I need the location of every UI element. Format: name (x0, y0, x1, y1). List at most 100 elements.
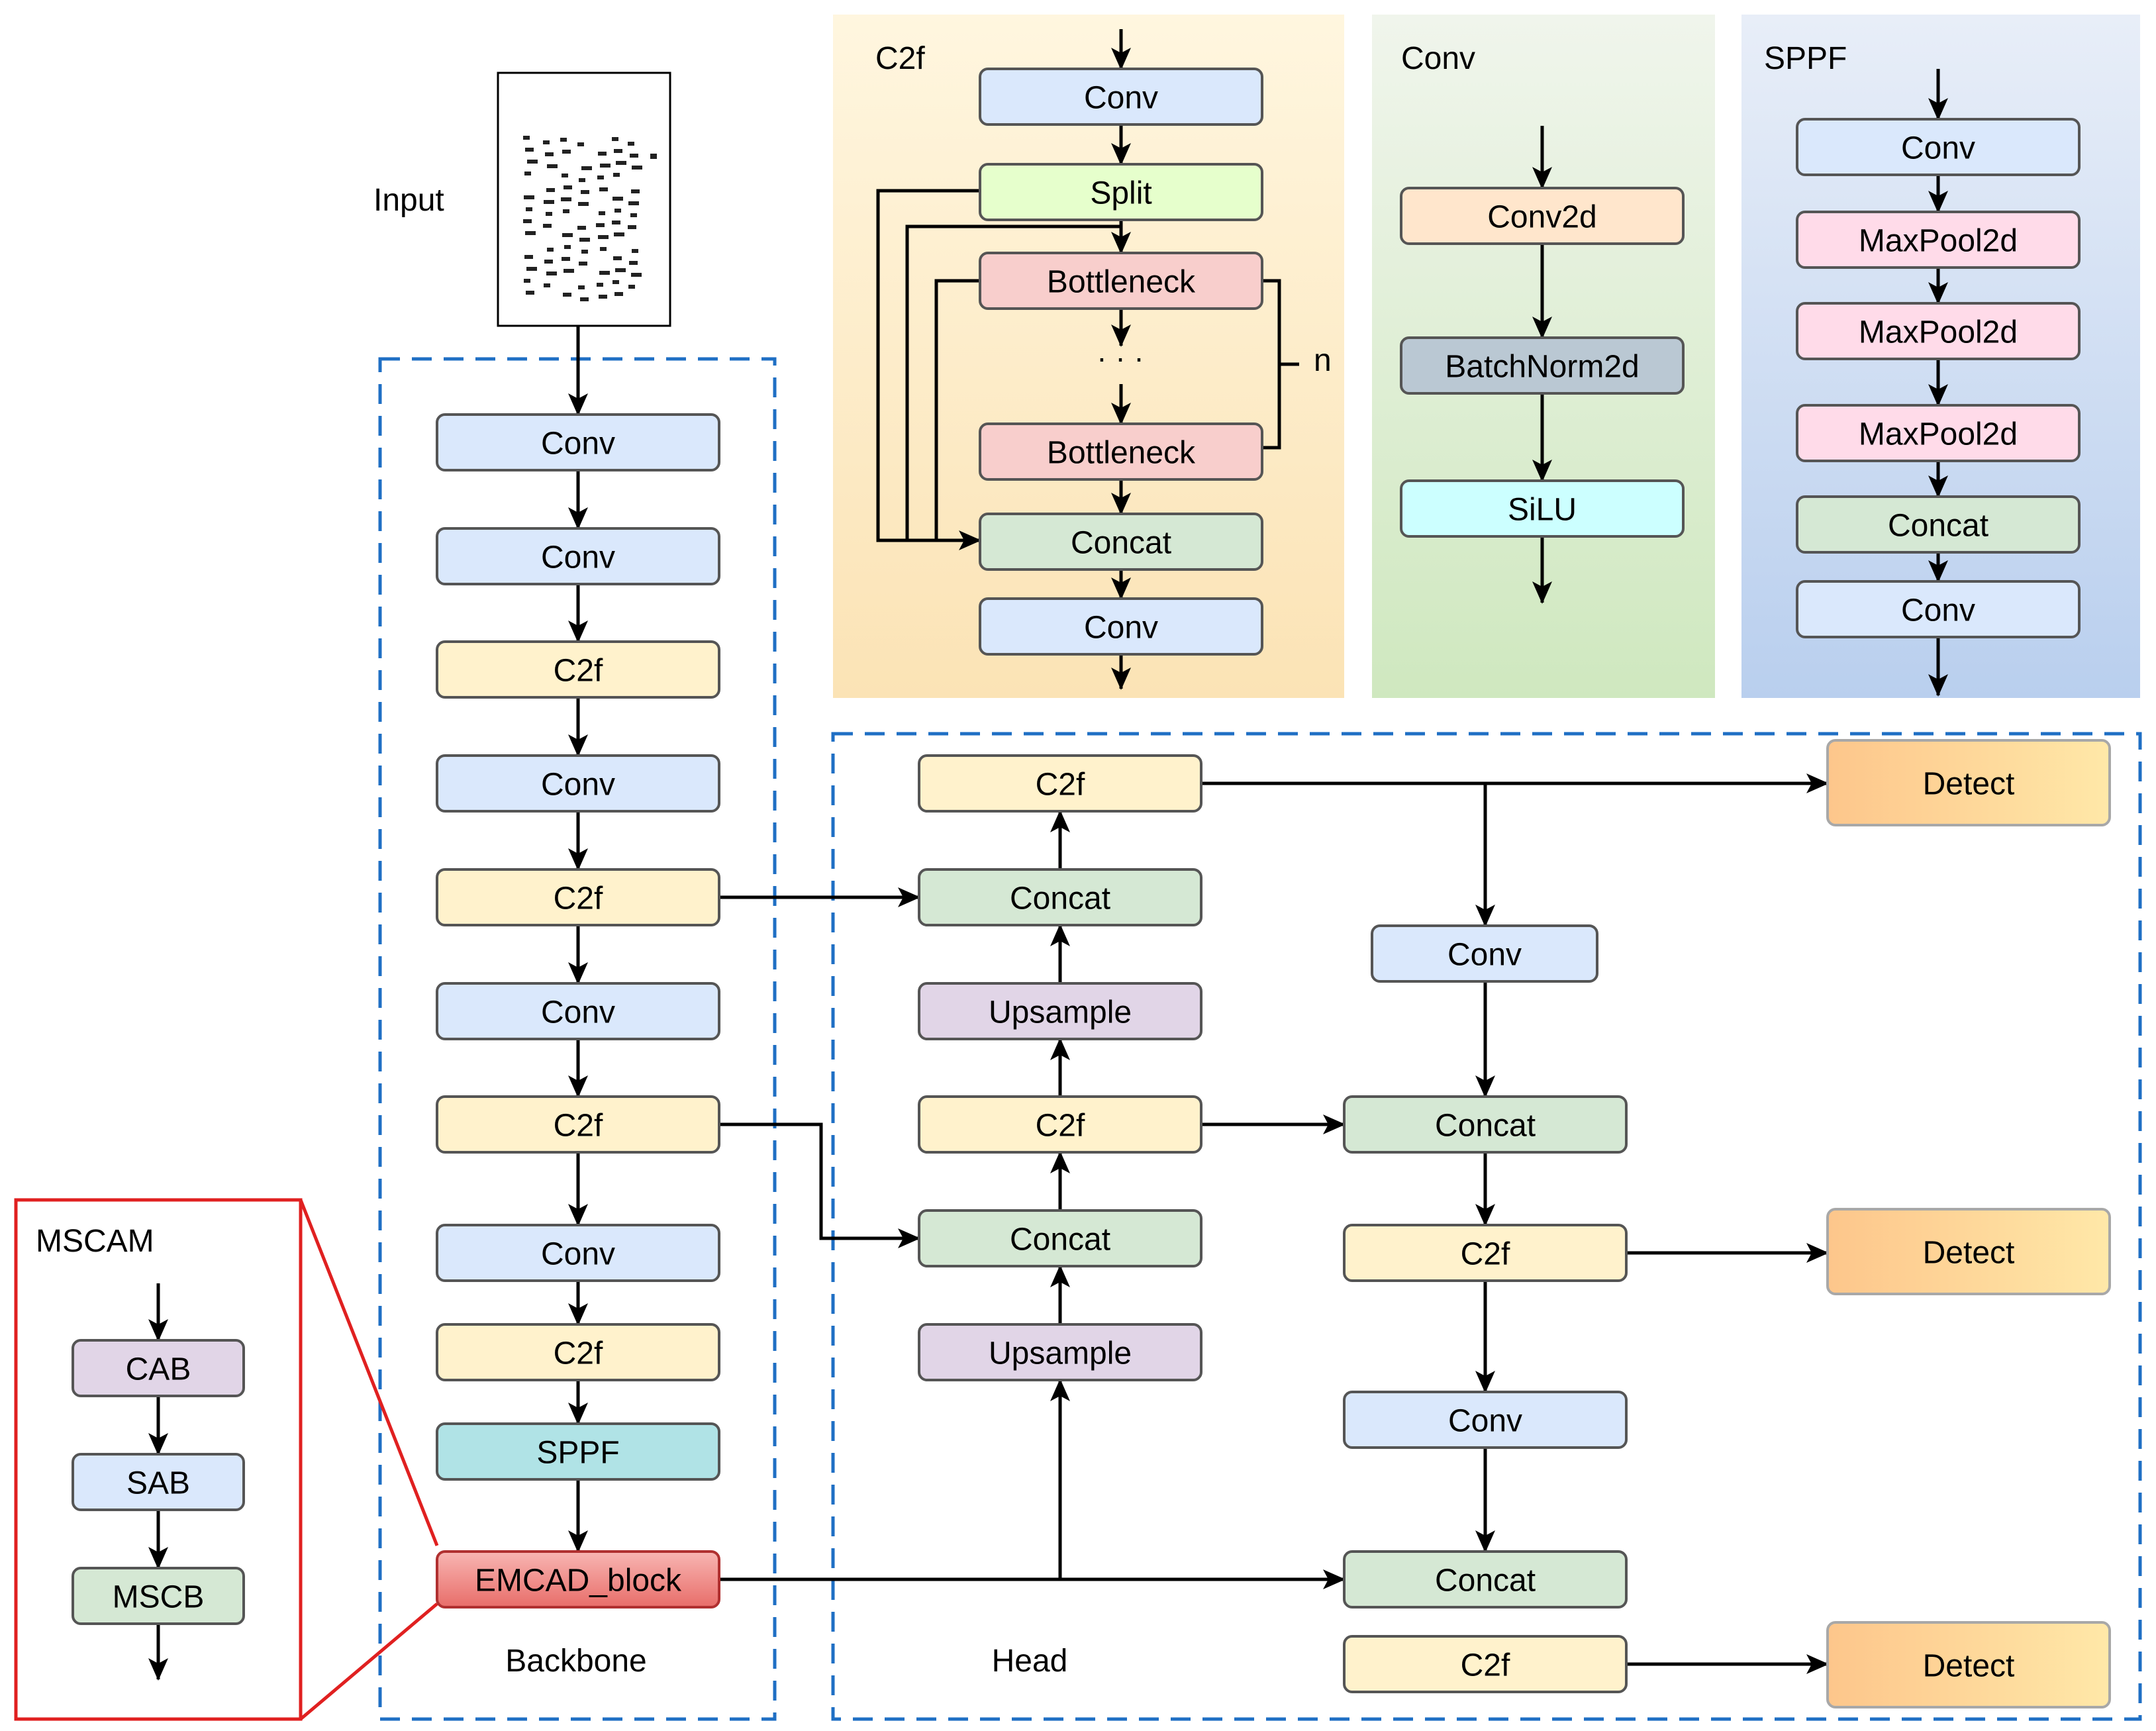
c2f-panel-title: C2f (875, 41, 925, 76)
backbone-block-4: Conv (436, 754, 720, 813)
head-left-block-2-label: Concat (1010, 881, 1110, 916)
sppf-panel-title: SPPF (1764, 41, 1847, 76)
backbone-block-8-label: Conv (541, 1236, 615, 1271)
backbone-block-9: C2f (436, 1323, 720, 1381)
c2f-panel-block-4: Bottleneck (979, 422, 1263, 481)
c2f-ellipsis: · · · (1097, 340, 1144, 375)
detect-block-1-label: Detect (1923, 766, 2015, 801)
mscam-zoom-line-top (299, 1199, 439, 1546)
backbone-block-7-label: C2f (554, 1108, 603, 1143)
head-left-block-1-label: C2f (1036, 767, 1085, 802)
head-right-block-3: C2f (1343, 1224, 1628, 1282)
conv-panel-block-1-label: Conv2d (1487, 199, 1596, 234)
mscam-block-3-label: MSCB (113, 1579, 205, 1614)
c2f-panel-bg (833, 15, 1344, 698)
backbone-block-7: C2f (436, 1095, 720, 1154)
sppf-panel-block-2: MaxPool2d (1796, 211, 2081, 269)
backbone-label: Backbone (505, 1644, 647, 1679)
head-label: Head (992, 1644, 1068, 1679)
backbone-block-3: C2f (436, 640, 720, 699)
detect-block-3-label: Detect (1923, 1648, 2015, 1683)
backbone-block-5-label: C2f (554, 881, 603, 916)
head-left-block-6-label: Upsample (989, 1336, 1132, 1371)
head-left-block-5: Concat (918, 1209, 1202, 1267)
detect-block-2: Detect (1826, 1208, 2111, 1295)
head-left-block-2: Concat (918, 868, 1202, 926)
backbone-block-6: Conv (436, 982, 720, 1040)
head-right-block-3-label: C2f (1461, 1236, 1510, 1271)
conv-panel-block-2: BatchNorm2d (1400, 336, 1685, 395)
conv-panel-block-2-label: BatchNorm2d (1445, 349, 1639, 384)
c2f-panel-block-5: Concat (979, 513, 1263, 571)
sppf-panel-block-6-label: Conv (1901, 593, 1975, 628)
head-left-block-5-label: Concat (1010, 1222, 1110, 1257)
c2f-repeat-label: n (1314, 343, 1332, 378)
c2f-panel-block-2-label: Split (1090, 175, 1152, 211)
head-right-block-4-label: Conv (1448, 1403, 1522, 1438)
c2f-panel-block-4-label: Bottleneck (1047, 435, 1196, 470)
mscam-block-1: CAB (72, 1339, 245, 1397)
backbone-block-10-label: SPPF (536, 1435, 619, 1470)
backbone-block-11: EMCAD_block (436, 1550, 720, 1608)
detect-block-3: Detect (1826, 1621, 2111, 1708)
sppf-panel-block-6: Conv (1796, 580, 2081, 638)
head-right-block-5-label: Concat (1435, 1563, 1536, 1598)
head-right-block-1-label: Conv (1447, 937, 1522, 972)
c2f-panel-block-3-label: Bottleneck (1047, 264, 1196, 299)
nodes: ConvConvC2fConvC2fConvC2fConvC2fSPPFEMCA… (72, 68, 2111, 1708)
sppf-panel-block-4-label: MaxPool2d (1859, 417, 2018, 452)
c2f-panel-block-6: Conv (979, 597, 1263, 656)
mscam-block-3: MSCB (72, 1567, 245, 1625)
head-right-block-2-label: Concat (1435, 1108, 1536, 1143)
c2f-panel-block-6-label: Conv (1084, 610, 1158, 645)
head-left-block-3: Upsample (918, 982, 1202, 1040)
sppf-panel-block-4: MaxPool2d (1796, 404, 2081, 462)
c2f-panel-block-3: Bottleneck (979, 252, 1263, 310)
head-right-block-6-label: C2f (1461, 1648, 1510, 1683)
mscam-container (14, 1198, 303, 1721)
head-right-block-6: C2f (1343, 1635, 1628, 1693)
backbone-block-2: Conv (436, 527, 720, 585)
sppf-panel-block-3-label: MaxPool2d (1859, 315, 2018, 350)
head-left-block-3-label: Upsample (989, 995, 1132, 1030)
c2f-panel-block-1-label: Conv (1084, 80, 1158, 115)
sppf-panel-block-5: Concat (1796, 495, 2081, 554)
sppf-panel-block-1: Conv (1796, 118, 2081, 176)
backbone-block-9-label: C2f (554, 1336, 603, 1371)
c2f-panel-block-2: Split (979, 163, 1263, 221)
mscam-block-2-label: SAB (126, 1465, 190, 1501)
backbone-block-1: Conv (436, 413, 720, 471)
mscam-title: MSCAM (36, 1224, 154, 1259)
c2f-panel-block-1: Conv (979, 68, 1263, 126)
backbone-block-5: C2f (436, 868, 720, 926)
conv-panel-block-1: Conv2d (1400, 187, 1685, 245)
input-label: Input (373, 183, 444, 218)
head-right-block-5: Concat (1343, 1550, 1628, 1608)
backbone-block-3-label: C2f (554, 653, 603, 688)
backbone-block-6-label: Conv (541, 995, 615, 1030)
sppf-panel-block-5-label: Concat (1888, 508, 1988, 543)
sppf-panel-block-1-label: Conv (1901, 130, 1975, 166)
mscam-block-2: SAB (72, 1453, 245, 1511)
conv-panel-block-3: SiLU (1400, 479, 1685, 538)
head-left-block-4-label: C2f (1036, 1108, 1085, 1143)
detect-block-1: Detect (1826, 739, 2111, 826)
detect-block-2-label: Detect (1923, 1235, 2015, 1270)
backbone-block-11-label: EMCAD_block (475, 1563, 682, 1598)
head-left-block-4: C2f (918, 1095, 1202, 1154)
head-container (831, 732, 2142, 1721)
head-right-block-2: Concat (1343, 1095, 1628, 1154)
c2f-panel-block-5-label: Concat (1071, 525, 1171, 560)
backbone-block-4-label: Conv (541, 767, 615, 802)
conv-panel-block-3-label: SiLU (1508, 492, 1577, 527)
head-right-block-4: Conv (1343, 1391, 1628, 1449)
connectors (148, 29, 1948, 1681)
backbone-block-8: Conv (436, 1224, 720, 1282)
mscam-block-1-label: CAB (126, 1352, 191, 1387)
input-document-image (497, 72, 671, 327)
backbone-block-10: SPPF (436, 1422, 720, 1481)
head-right-block-1: Conv (1371, 924, 1598, 983)
backbone-block-2-label: Conv (541, 540, 615, 575)
head-left-block-1: C2f (918, 754, 1202, 813)
